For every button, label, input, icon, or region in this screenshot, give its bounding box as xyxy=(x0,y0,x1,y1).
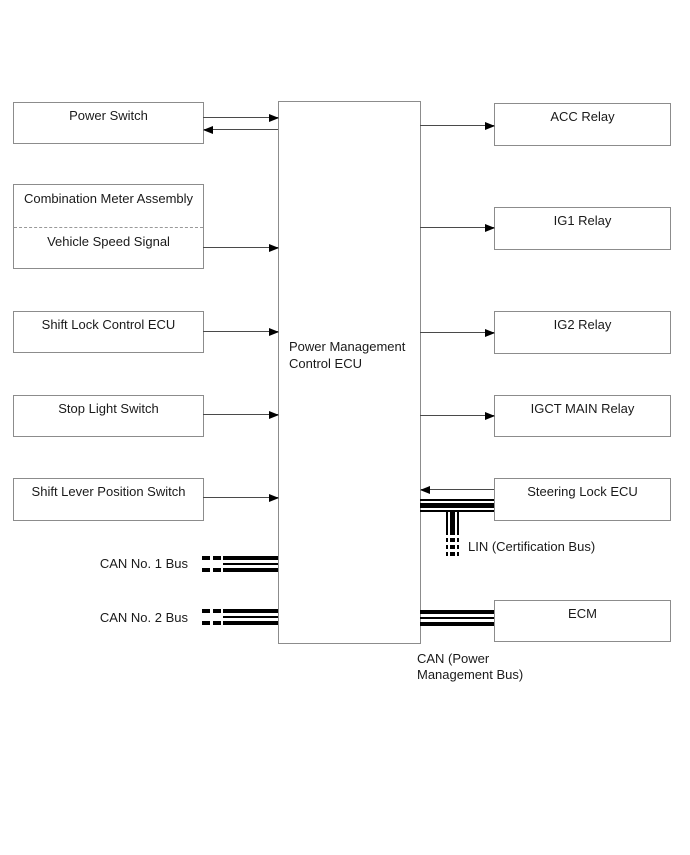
arrow-shift-lever-to-ecu xyxy=(203,494,279,502)
lin-bus-dash-tail xyxy=(446,538,459,559)
box-label: Power Switch xyxy=(69,108,148,123)
box-label: IG1 Relay xyxy=(553,213,612,228)
can1-bus-dash xyxy=(213,556,221,572)
arrow-ecu-to-acc-relay xyxy=(420,122,495,130)
can1-bus-label: CAN No. 1 Bus xyxy=(99,556,188,571)
lin-bus-branch xyxy=(446,512,459,535)
arrow-steering-lock-to-ecu xyxy=(420,486,494,494)
box-stop-light-switch: Stop Light Switch xyxy=(13,395,204,437)
box-label: Shift Lock Control ECU xyxy=(41,317,176,332)
can2-bus-dash xyxy=(213,609,221,625)
box-label: IG2 Relay xyxy=(553,317,612,332)
box-ecm: ECM xyxy=(494,600,671,642)
arrow-power-switch-to-ecu xyxy=(203,114,279,122)
arrow-shift-lock-to-ecu xyxy=(203,328,279,336)
lin-bus-line xyxy=(420,499,494,512)
can1-bus-line xyxy=(223,556,278,572)
arrow-ecu-to-ig2-relay xyxy=(420,329,495,337)
box-steering-lock-ecu: Steering Lock ECU xyxy=(494,478,671,521)
can-power-label-line1: CAN (Power xyxy=(417,651,490,666)
box-power-management-control-ecu: Power Management Control ECU xyxy=(278,101,421,644)
box-label: Shift Lever Position Switch xyxy=(31,484,186,499)
box-acc-relay: ACC Relay xyxy=(494,103,671,146)
arrow-ecu-to-igct-main-relay xyxy=(420,412,495,420)
center-box-label: Power Management Control ECU xyxy=(289,338,405,372)
box-label: Vehicle Speed Signal xyxy=(47,234,170,249)
can2-bus-dash xyxy=(202,609,210,625)
can-power-label-line2: Management Bus) xyxy=(417,667,524,682)
center-box-label-line1: Power Management xyxy=(289,339,406,354)
center-box-label-line2: Control ECU xyxy=(289,356,362,371)
box-label: Steering Lock ECU xyxy=(527,484,638,499)
box-combination-meter-assembly: Combination Meter Assembly Vehicle Speed… xyxy=(13,184,204,269)
box-label: ACC Relay xyxy=(550,109,615,124)
can-power-management-bus-label: CAN (Power Management Bus) xyxy=(417,651,523,683)
combination-meter-section: Combination Meter Assembly xyxy=(14,185,203,228)
box-label: Combination Meter Assembly xyxy=(23,191,194,206)
box-label: IGCT MAIN Relay xyxy=(530,401,635,416)
arrow-ecu-to-ig1-relay xyxy=(420,224,495,232)
box-power-switch: Power Switch xyxy=(13,102,204,144)
can1-bus-dash xyxy=(202,556,210,572)
box-ig2-relay: IG2 Relay xyxy=(494,311,671,354)
lin-bus-label: LIN (Certification Bus) xyxy=(468,539,596,554)
box-shift-lock-control-ecu: Shift Lock Control ECU xyxy=(13,311,204,353)
can2-bus-label: CAN No. 2 Bus xyxy=(99,610,188,625)
can2-bus-line xyxy=(223,609,278,625)
box-shift-lever-position-switch: Shift Lever Position Switch xyxy=(13,478,204,521)
arrow-ecu-to-power-switch xyxy=(203,126,278,134)
arrow-stop-light-to-ecu xyxy=(203,411,279,419)
box-label: Stop Light Switch xyxy=(58,401,159,416)
box-ig1-relay: IG1 Relay xyxy=(494,207,671,250)
arrow-vehicle-speed-to-ecu xyxy=(203,244,279,252)
can-power-management-bus-line xyxy=(420,610,494,626)
vehicle-speed-signal-section: Vehicle Speed Signal xyxy=(14,228,203,268)
box-label: ECM xyxy=(568,606,597,621)
box-igct-main-relay: IGCT MAIN Relay xyxy=(494,395,671,437)
